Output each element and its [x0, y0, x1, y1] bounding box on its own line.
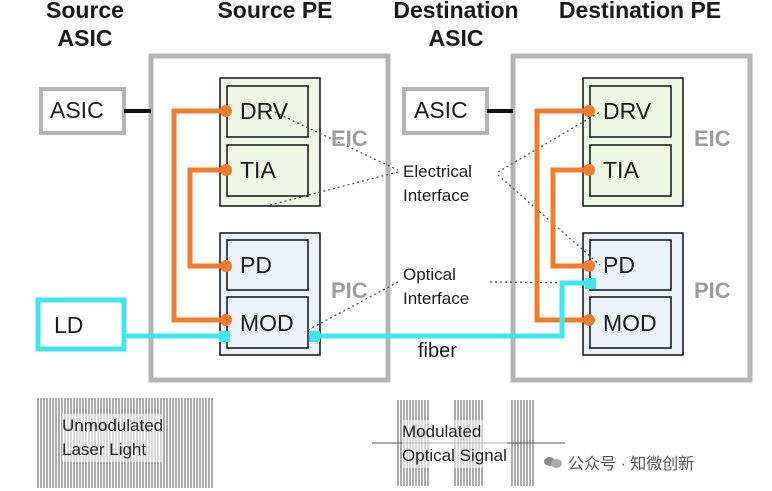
- source-pd-label: PD: [240, 252, 272, 278]
- source-electrical-nodes: [220, 105, 232, 326]
- destination-asic-box: [402, 87, 489, 135]
- source-asic-header: Source ASIC: [46, 0, 124, 51]
- source-drv-label: DRV: [240, 98, 289, 124]
- source-pe-frame: [148, 53, 391, 383]
- destination-tia-box: [589, 144, 672, 197]
- destination-electrical-nodes: [583, 105, 595, 326]
- destination-asic-label: ASIC: [414, 97, 468, 123]
- optical-couplers: [219, 278, 596, 342]
- destination-pe-frame: [510, 53, 753, 383]
- destination-pe-header: Destination PE: [558, 0, 722, 23]
- ld-label: LD: [54, 312, 84, 338]
- optical-interface-label: Optical Interface: [403, 265, 470, 308]
- source-tia-label: TIA: [240, 157, 276, 183]
- destination-asic-header: Destination ASIC: [393, 0, 519, 51]
- source-mod-box: [226, 296, 309, 349]
- source-drv-box: [226, 85, 309, 138]
- destination-pd-label: PD: [603, 252, 635, 278]
- destination-tia-label: TIA: [603, 157, 639, 183]
- destination-mod-label: MOD: [603, 310, 657, 336]
- source-mod-label: MOD: [240, 310, 294, 336]
- optical-fiber-path: [124, 280, 590, 339]
- fiber-label: fiber: [418, 340, 457, 362]
- watermark: 公众号 · 知微创新: [544, 450, 694, 474]
- source-pe-header: Source PE: [217, 0, 333, 23]
- modulated-caption: Modulated Optical Signal: [402, 420, 507, 468]
- electrical-interface-label: Electrical Interface: [403, 162, 472, 205]
- source-pd-box: [226, 239, 309, 291]
- source-electrical-traces: [171, 108, 226, 323]
- source-asic-label: ASIC: [50, 97, 104, 123]
- interface-leader-lines: [269, 109, 601, 331]
- source-tia-box: [226, 144, 309, 197]
- destination-drv-label: DRV: [603, 98, 652, 124]
- source-eic-label: EIC: [331, 126, 368, 151]
- source-pic-label: PIC: [331, 278, 368, 303]
- watermark-text: 公众号 · 知微创新: [568, 456, 695, 473]
- destination-eic-label: EIC: [694, 126, 731, 151]
- destination-pd-box: [589, 239, 672, 291]
- ld-box: [35, 297, 127, 352]
- unmodulated-waveform: [37, 398, 213, 488]
- wechat-icon: [544, 455, 564, 469]
- unmodulated-caption: Unmodulated Laser Light: [62, 414, 164, 462]
- destination-pic-label: PIC: [694, 278, 731, 303]
